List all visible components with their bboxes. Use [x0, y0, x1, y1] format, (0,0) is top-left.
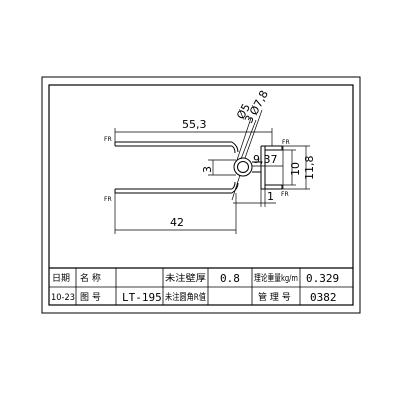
fr-label-bottom-left: FR [104, 196, 112, 203]
profile-shape [114, 141, 283, 194]
dim-radius-large: Ø7,8 [247, 88, 271, 117]
wall-thickness-label: 未注壁厚 [165, 272, 206, 284]
drawing-number-label: 图 号 [80, 292, 101, 303]
control-number-value: 0382 [310, 291, 337, 304]
drawing-number-value: LT-195 [122, 291, 162, 304]
dim-thickness-small: 3 [201, 166, 214, 173]
fr-label-top-right: FR [282, 139, 290, 146]
dim-lip-width: 1 [267, 190, 274, 203]
wall-thickness-value: 0.8 [220, 272, 240, 285]
title-block [49, 267, 353, 305]
outer-frame [41, 76, 361, 314]
weight-value: 0.329 [306, 272, 339, 285]
date-value: 10-23 [51, 293, 75, 303]
dim-radius-small: Ø5 [234, 101, 253, 121]
dim-overall-length: 55,3 [182, 118, 207, 131]
control-number-label: 管 理 号 [258, 291, 291, 303]
dim-lower-length: 42 [170, 216, 184, 229]
fr-label-top-left: FR [104, 136, 112, 143]
dimension-lines [114, 109, 310, 234]
dim-inner-height: 9,37 [253, 153, 278, 166]
weight-label: 理论重量kg/m [254, 272, 298, 284]
fr-label-bottom-right: FR [281, 191, 289, 198]
dim-head-height: 10 [289, 162, 302, 176]
date-label: 日期 [52, 273, 70, 284]
fillet-radius-label: 未注圆角R值 [165, 291, 206, 303]
inner-frame [48, 84, 354, 306]
name-label: 名 称 [80, 272, 101, 284]
dim-outer-height: 11,8 [303, 156, 316, 181]
